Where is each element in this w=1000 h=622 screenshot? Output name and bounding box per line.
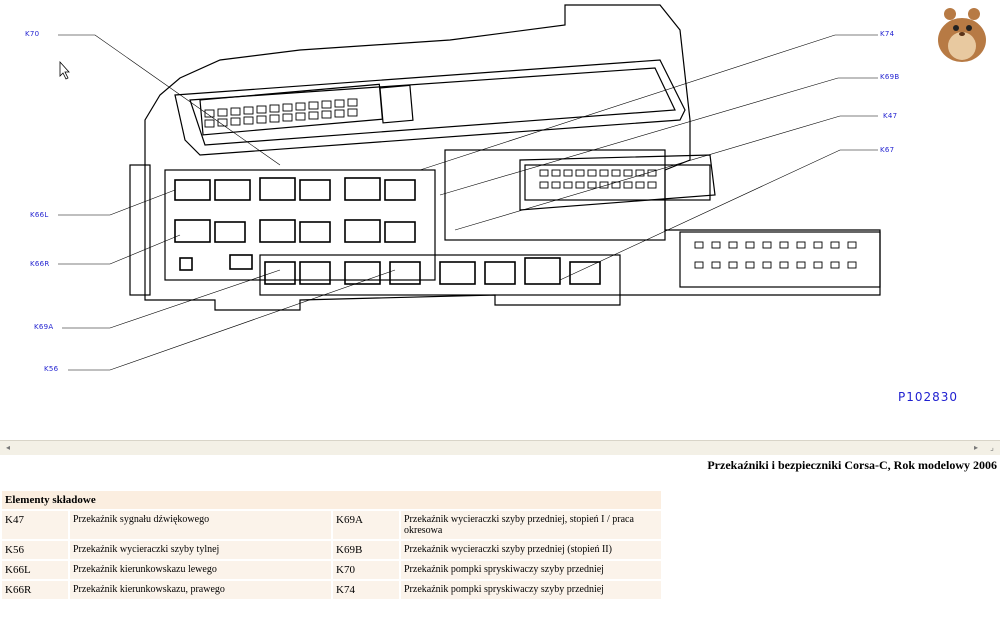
callout-k66l: K66L [30,211,49,219]
table-row: K56 Przekaźnik wycieraczki szyby tylnej … [2,541,661,559]
leader-lines [58,34,878,371]
callout-k67: K67 [880,146,895,154]
component-description: Przekaźnik pompki spryskiwaczy szyby prz… [401,581,661,599]
table-row: K47 Przekaźnik sygnału dźwiękowego K69A … [2,511,661,539]
callout-k56: K56 [44,365,59,373]
diagram-caption: Przekaźniki i bezpieczniki Corsa-C, Rok … [707,458,997,472]
callout-k47: K47 [883,112,898,120]
fusebox-diagram [58,4,881,371]
component-code: K70 [333,561,399,579]
component-code: K66L [2,561,68,579]
components-table: Elementy składowe K47 Przekaźnik sygnału… [0,489,663,601]
component-description: Przekaźnik wycieraczki szyby przedniej, … [401,511,661,539]
scroll-right-icon[interactable]: ▸ [973,443,978,452]
callout-k66r: K66R [30,260,50,268]
components-heading: Elementy składowe [2,491,661,509]
component-description: Przekaźnik pompki spryskiwaczy szyby prz… [401,561,661,579]
component-description: Przekaźnik sygnału dźwiękowego [70,511,331,539]
scroll-left-icon[interactable]: ◂ [5,443,10,452]
table-row: K66L Przekaźnik kierunkowskazu lewego K7… [2,561,661,579]
component-code: K69A [333,511,399,539]
connector-pins [204,98,857,269]
component-code: K74 [333,581,399,599]
resize-grip-icon[interactable]: ⌟ [990,443,994,452]
callout-k74: K74 [880,30,895,38]
component-code: K69B [333,541,399,559]
diagram-pane[interactable]: K70 K74 K69B K47 K67 K66L K66R K69A K56 … [0,0,1000,455]
component-description: Przekaźnik wycieraczki szyby tylnej [70,541,331,559]
callout-k69b: K69B [880,73,900,81]
part-number: P102830 [898,390,959,404]
component-description: Przekaźnik wycieraczki szyby przedniej (… [401,541,661,559]
mascot-hamster-icon [938,8,986,62]
callout-k70: K70 [25,30,40,38]
callout-k69a: K69A [34,323,54,331]
fusebox-outline [129,4,881,311]
mouse-cursor-icon [59,60,70,80]
component-code: K66R [2,581,68,599]
component-description: Przekaźnik kierunkowskazu, prawego [70,581,331,599]
horizontal-scrollbar[interactable]: ◂ ▸ ⌟ [0,440,1000,455]
component-code: K47 [2,511,68,539]
component-code: K56 [2,541,68,559]
table-row: K66R Przekaźnik kierunkowskazu, prawego … [2,581,661,599]
relay-cells [174,177,601,285]
component-description: Przekaźnik kierunkowskazu lewego [70,561,331,579]
